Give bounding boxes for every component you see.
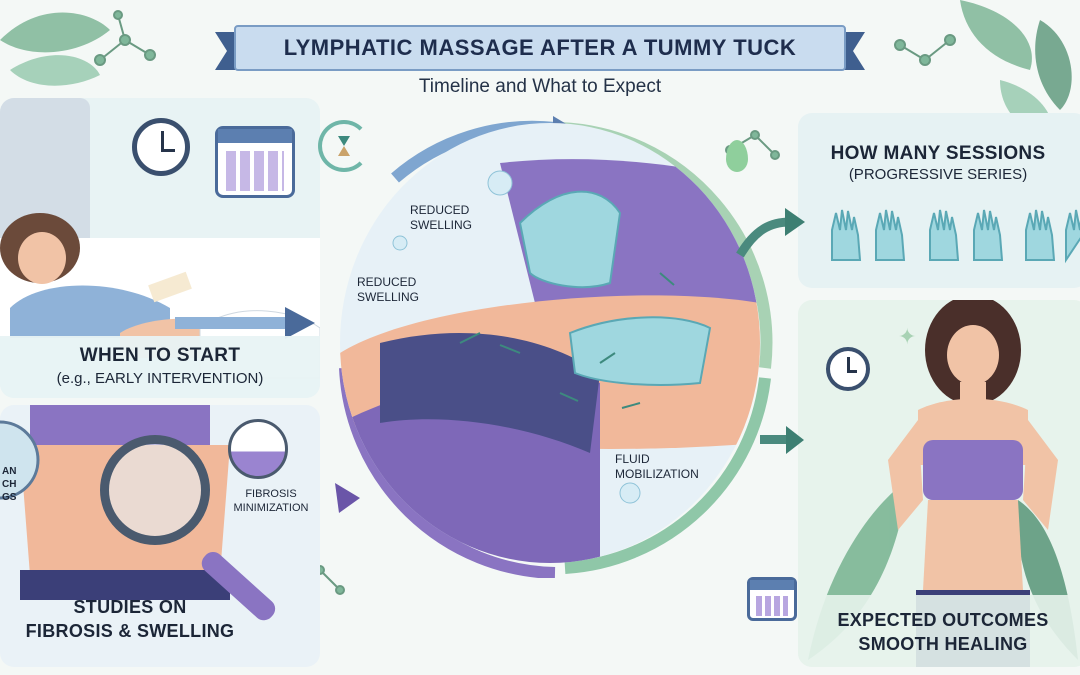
panel-title-outcomes-line1: EXPECTED OUTCOMES <box>837 610 1049 630</box>
arrow-to-center <box>175 307 315 339</box>
panel-when-to-start: WHEN TO START (e.g., EARLY INTERVENTION) <box>0 98 320 398</box>
center-massage-scene: REDUCED SWELLING REDUCED SWELLING FLUID … <box>325 108 775 578</box>
arrow-to-outcomes <box>760 426 804 454</box>
arrow-to-sessions <box>736 208 805 258</box>
label-fluid: FLUID <box>615 452 650 466</box>
glove-icon <box>518 190 712 386</box>
label-minimization: MINIMIZATION <box>233 502 309 514</box>
cut-label-2: CH <box>2 479 17 490</box>
panel-title-studies-line1: STUDIES ON <box>73 597 187 617</box>
label-fibrosis: FIBROSIS <box>245 488 297 500</box>
massage-circle <box>340 123 760 563</box>
title-banner: LYMPHATIC MASSAGE AFTER A TUMMY TUCK <box>215 22 865 74</box>
page-subtitle: Timeline and What to Expect <box>418 76 662 97</box>
glove-icon <box>831 209 1080 264</box>
cut-label-1: AN <box>2 466 17 477</box>
panel-title-when-to-start: WHEN TO START <box>79 345 241 366</box>
panel-title-sessions: HOW MANY SESSIONS <box>830 143 1046 164</box>
panel-outcomes: ✦ EXPECTED OUTCOMES SMOOTH HEALING <box>798 300 1080 667</box>
panel-title-outcomes-line2: SMOOTH HEALING <box>858 634 1028 654</box>
bubble-icon <box>392 170 641 504</box>
banner-ribbon <box>215 25 865 71</box>
clock-icon <box>132 118 190 176</box>
droplet-icon <box>726 140 748 172</box>
panel-subtitle-when-to-start: (e.g., EARLY INTERVENTION) <box>56 370 264 387</box>
page-title: LYMPHATIC MASSAGE AFTER A TUMMY TUCK <box>283 35 797 60</box>
label-swelling-1: SWELLING <box>410 218 473 232</box>
hourglass-cycle-icon <box>318 120 370 172</box>
clock-icon <box>826 347 870 391</box>
calendar-icon <box>747 577 797 621</box>
panel-subtitle-sessions: (PROGRESSIVE SERIES) <box>848 166 1028 183</box>
magnifier-icon <box>100 435 210 545</box>
panel-sessions: HOW MANY SESSIONS (PROGRESSIVE SERIES) <box>798 113 1080 288</box>
panel-studies: FIBROSIS MINIMIZATION AN CH GS STUDIES O… <box>0 405 320 667</box>
sparkle-icon: ✦ <box>898 324 917 349</box>
label-reduced-2: REDUCED <box>357 275 417 289</box>
glove-series <box>826 205 1080 265</box>
fibrosis-closeup-icon <box>228 419 288 479</box>
label-mobilization: MOBILIZATION <box>615 467 699 481</box>
lymph-flow-arrows <box>459 272 675 409</box>
calendar-icon <box>215 126 295 198</box>
abdomen-massage-illustration <box>340 159 760 563</box>
cut-label-3: GS <box>2 492 17 503</box>
leaf-icon <box>0 0 1072 140</box>
label-swelling-2: SWELLING <box>357 290 420 304</box>
label-reduced-1: REDUCED <box>410 203 470 217</box>
panel-title-studies-line2: FIBROSIS & SWELLING <box>25 621 235 641</box>
